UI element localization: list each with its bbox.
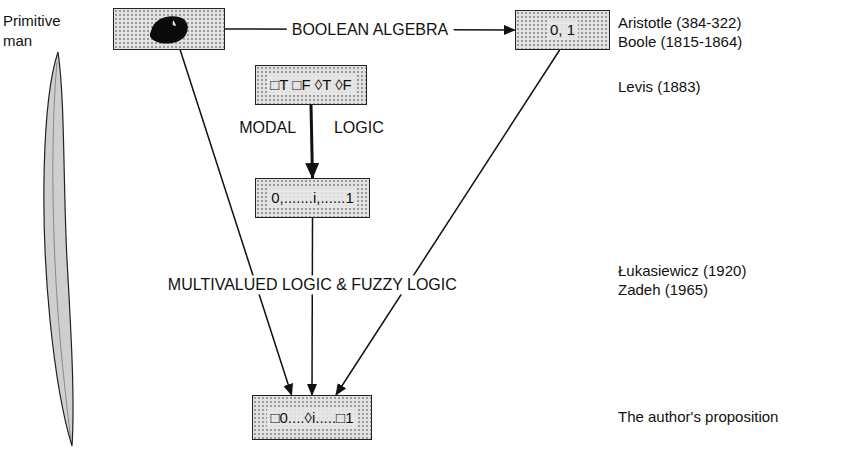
arrow-connector bbox=[336, 50, 560, 395]
author-note: Levis (1883) bbox=[618, 78, 701, 96]
box-heading: Primitive man bbox=[3, 11, 83, 52]
logic-box: □T □F ◊T ◊F bbox=[255, 65, 367, 105]
edge-label: MODAL LOGIC bbox=[239, 119, 384, 138]
author-note: The author's proposition bbox=[618, 408, 778, 426]
author-note: Aristotle (384-322) bbox=[618, 14, 741, 32]
arrow-connector bbox=[311, 218, 313, 395]
arrow-connector bbox=[311, 105, 313, 178]
box-label: 0,.......i,......1 bbox=[268, 188, 357, 208]
author-note: Zadeh (1965) bbox=[618, 281, 708, 299]
logic-box: 0, 1 bbox=[515, 10, 610, 50]
logic-box: Primitive man bbox=[113, 8, 225, 50]
edge-label: BOOLEAN ALGEBRA bbox=[287, 20, 454, 39]
logic-box: 0,.......i,......1 bbox=[255, 178, 370, 218]
primitive-blob bbox=[144, 13, 194, 47]
leaf-vein bbox=[53, 62, 71, 440]
blob-shape bbox=[150, 16, 188, 43]
box-label: 0, 1 bbox=[547, 20, 578, 40]
edge-label: MULTIVALUED LOGIC & FUZZY LOGIC bbox=[163, 276, 462, 295]
box-label: □T □F ◊T ◊F bbox=[267, 75, 355, 95]
leaf-shape bbox=[44, 52, 73, 446]
box-label: □0....◊i.....□1 bbox=[267, 408, 356, 428]
author-note: Łukasiewicz (1920) bbox=[618, 262, 746, 280]
logic-box: □0....◊i.....□1 bbox=[252, 395, 372, 440]
author-note: Boole (1815-1864) bbox=[618, 33, 742, 51]
